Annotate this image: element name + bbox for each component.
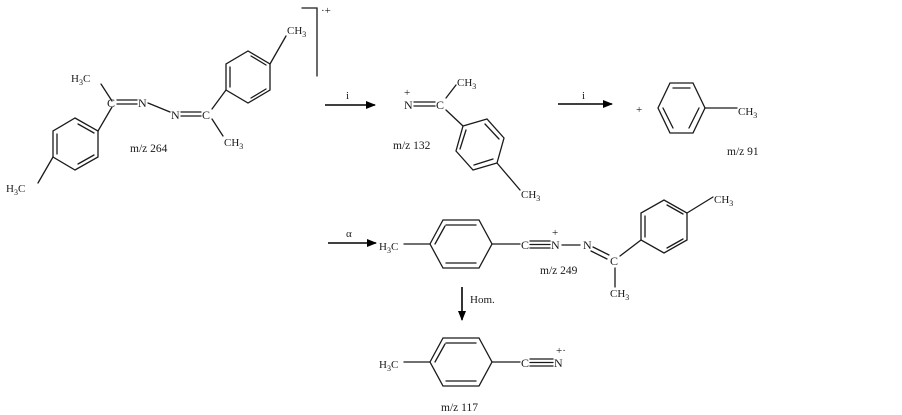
benzene-ring-249-left: [429, 219, 493, 269]
charge-plus-132: +: [404, 87, 410, 99]
mz-117-label: m/z 117: [441, 402, 478, 414]
methyl-bond-left: [37, 156, 54, 184]
methyl-label-249-left: H3C: [379, 241, 398, 255]
atom-n2: N: [171, 108, 180, 122]
methyl-label-132: CH3: [457, 77, 476, 91]
methyl-label-left: H3C: [6, 183, 25, 197]
charge-plus-249: +: [552, 227, 558, 239]
methyl-label-top: H3C: [71, 73, 90, 87]
atom-c-117: C: [521, 356, 529, 370]
atom-c1: C: [107, 96, 115, 110]
methyl-label-117: H3C: [379, 359, 398, 373]
radical-cation-bracket: [301, 7, 318, 77]
benzene-ring-left: [52, 117, 99, 171]
atom-n2-249: N: [583, 238, 592, 252]
atom-c-249: C: [521, 238, 529, 252]
charge-plus-91: +: [636, 104, 642, 116]
atom-n-117: N: [554, 356, 563, 370]
atom-n-132: N: [404, 98, 413, 112]
methyl-label-249-right: CH3: [714, 194, 733, 208]
methyl-label-91: CH3: [738, 106, 757, 120]
methyl-label-bottom: CH3: [224, 137, 243, 151]
arrow-step-2-label: i: [582, 90, 585, 102]
benzene-ring-right: [225, 50, 271, 104]
molecule-mz249: H3C C + N N C CH3 CH3 m/z 249: [379, 194, 733, 302]
methyl-label-249-bottom: CH3: [610, 288, 629, 302]
radical-cation-charge: ·+: [321, 5, 331, 17]
benzene-ring-132: [455, 118, 505, 171]
mz-91-label: m/z 91: [727, 146, 759, 158]
atom-c2-249: C: [610, 254, 618, 268]
molecule-parent-azine: H3C H3C C N N C CH3 CH3 ·+ m/z 264: [6, 5, 331, 197]
methyl-label-right: CH3: [287, 25, 306, 39]
molecule-mz117: H3C C +· N m/z 117: [379, 337, 566, 414]
benzene-ring-249-right: [640, 199, 688, 254]
atom-n1-249: N: [551, 238, 560, 252]
benzene-ring-117: [429, 337, 493, 387]
mz-264-label: m/z 264: [130, 143, 168, 155]
arrow-step-1-label: i: [346, 90, 349, 102]
arrow-step-4-label: Hom.: [470, 294, 495, 306]
mz-132-label: m/z 132: [393, 140, 431, 152]
atom-n1: N: [138, 96, 147, 110]
methyl-label-132-ring: CH3: [521, 189, 540, 203]
charge-radical-117: +·: [556, 345, 566, 357]
mz-249-label: m/z 249: [540, 265, 578, 277]
arrow-step-3-label: α: [346, 228, 352, 240]
molecule-mz132: + N C CH3 CH3 m/z 132: [393, 77, 540, 203]
atom-c2: C: [202, 108, 210, 122]
molecule-mz91: + CH3 m/z 91: [636, 82, 759, 158]
atom-c-132: C: [436, 98, 444, 112]
benzene-ring-91: [657, 82, 706, 134]
